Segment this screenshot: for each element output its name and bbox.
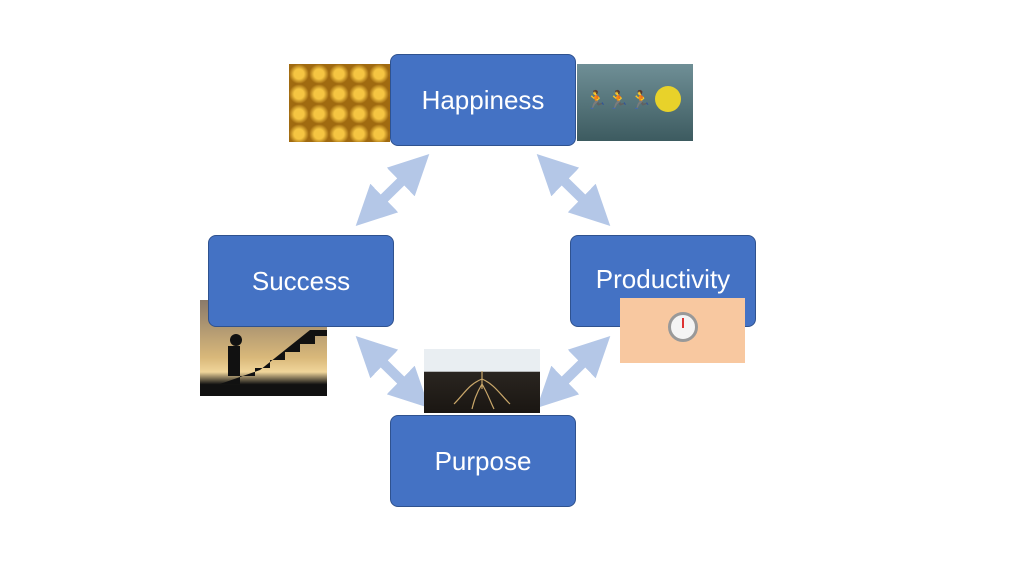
running-figures-smiley-photo: 🏃🏃🏃	[577, 64, 693, 141]
arrow-productivity-purpose	[536, 336, 611, 408]
smiley-faces-photo	[289, 64, 390, 142]
arrow-happiness-productivity	[536, 154, 611, 226]
purpose-node: Purpose	[390, 415, 576, 507]
happiness-node: Happiness	[390, 54, 576, 146]
success-node: Success	[208, 235, 394, 327]
stopwatch-photo-overlay	[620, 298, 745, 363]
smiley-icon	[655, 86, 681, 112]
running-figures-icon: 🏃🏃🏃	[585, 90, 653, 110]
stopwatch-icon	[668, 312, 698, 342]
roots-icon	[453, 371, 511, 410]
stairs-silhouette-icon	[220, 330, 327, 384]
plant-roots-photo	[424, 349, 540, 413]
arrow-happiness-success	[355, 154, 430, 226]
arrow-success-purpose	[355, 336, 430, 408]
